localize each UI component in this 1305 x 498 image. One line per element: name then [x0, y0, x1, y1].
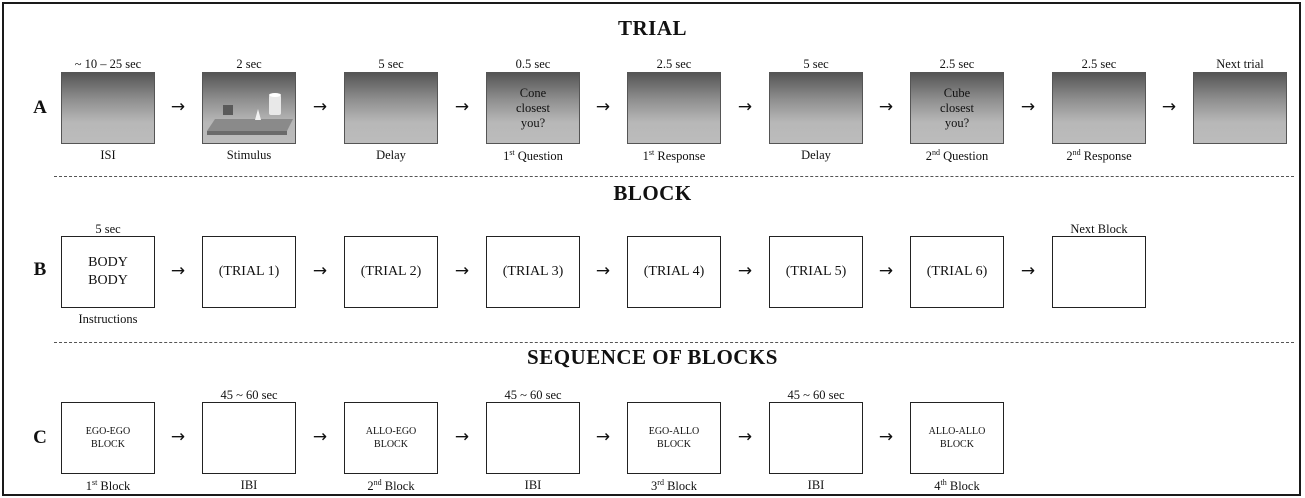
row-label-b: B — [33, 259, 47, 280]
step-caption: ISI — [100, 148, 116, 162]
divider-1 — [54, 176, 1294, 177]
instruction-line: BODY — [88, 273, 128, 288]
cube-shape — [223, 105, 233, 115]
isi-screen — [61, 72, 155, 144]
question-text-line: closest — [515, 100, 551, 115]
response-screen-2 — [1052, 72, 1146, 144]
stimulus-scene-illustration — [207, 93, 293, 135]
duration-label: 2 sec — [236, 57, 262, 71]
table-surface — [207, 119, 293, 131]
delay-screen — [344, 72, 438, 144]
duration-label: Next trial — [1216, 57, 1264, 71]
stimulus-screen — [202, 72, 296, 144]
ibi-caption: IBI — [524, 478, 542, 492]
duration-label: 45 ~ 60 sec — [220, 388, 278, 402]
duration-label: 5 sec — [378, 57, 404, 71]
arrow-icon: → — [1020, 261, 1036, 281]
arrow-icon: → — [878, 261, 894, 281]
arrow-icon: → — [454, 97, 470, 117]
instructions-screen: BODY BODY — [61, 236, 155, 308]
question-text-line: you? — [520, 115, 546, 130]
ibi-screen — [769, 402, 863, 474]
arrow-icon: → — [595, 427, 611, 447]
trial-title: TRIAL — [617, 16, 688, 40]
duration-label: 2.5 sec — [1081, 57, 1117, 71]
step-caption: Stimulus — [226, 148, 272, 162]
trial-box: (TRIAL 2) — [344, 236, 438, 308]
arrow-icon: → — [737, 261, 753, 281]
arrow-icon: → — [312, 261, 328, 281]
question-screen-2: Cube closest you? — [910, 72, 1004, 144]
question-text-line: Cone — [519, 85, 547, 100]
ibi-screen — [486, 402, 580, 474]
trial-box: (TRIAL 4) — [627, 236, 721, 308]
arrow-icon: → — [1161, 97, 1177, 117]
arrow-icon: → — [737, 97, 753, 117]
cone-shape — [255, 109, 261, 120]
sequence-title: SEQUENCE OF BLOCKS — [527, 345, 778, 369]
question-text-line: Cube — [943, 85, 971, 100]
row-label-a: A — [33, 97, 47, 118]
arrow-icon: → — [878, 97, 894, 117]
arrow-icon: → — [878, 427, 894, 447]
next-block-screen — [1052, 236, 1146, 308]
block-caption: 1st Block — [85, 478, 131, 494]
step-caption: 1st Question — [503, 148, 563, 164]
duration-label: 0.5 sec — [515, 57, 551, 71]
arrow-icon: → — [170, 97, 186, 117]
duration-label: 5 sec — [803, 57, 829, 71]
duration-label: 5 sec — [95, 222, 121, 236]
arrow-icon: → — [454, 427, 470, 447]
trial-box: (TRIAL 6) — [910, 236, 1004, 308]
divider-2 — [54, 342, 1294, 343]
duration-label: ~ 10 – 25 sec — [74, 57, 142, 71]
next-trial-screen — [1193, 72, 1287, 144]
question-screen-1: Cone closest you? — [486, 72, 580, 144]
next-block-label: Next Block — [1070, 222, 1128, 236]
delay-screen-2 — [769, 72, 863, 144]
duration-label: 45 ~ 60 sec — [787, 388, 845, 402]
arrow-icon: → — [595, 97, 611, 117]
question-text-line: closest — [939, 100, 975, 115]
block-title: BLOCK — [613, 181, 692, 205]
block-caption: 2nd Block — [367, 478, 415, 494]
step-caption: Delay — [801, 148, 831, 162]
block-caption: 3rd Block — [651, 478, 697, 494]
response-screen-1 — [627, 72, 721, 144]
arrow-icon: → — [454, 261, 470, 281]
table-edge — [207, 131, 287, 135]
arrow-icon: → — [170, 261, 186, 281]
arrow-icon: → — [170, 427, 186, 447]
step-caption: Delay — [376, 148, 406, 162]
arrow-icon: → — [312, 97, 328, 117]
step-caption: Instructions — [78, 312, 138, 326]
trial-box: (TRIAL 1) — [202, 236, 296, 308]
arrow-icon: → — [1020, 97, 1036, 117]
step-caption: 2nd Question — [925, 148, 989, 164]
step-caption: 1st Response — [642, 148, 706, 164]
duration-label: 45 ~ 60 sec — [504, 388, 562, 402]
cylinder-shape — [269, 95, 281, 115]
arrow-icon: → — [595, 261, 611, 281]
ibi-screen — [202, 402, 296, 474]
row-label-c: C — [33, 427, 47, 448]
block-caption: 4th Block — [934, 478, 980, 494]
duration-label: 2.5 sec — [939, 57, 975, 71]
instruction-line: BODY — [88, 255, 128, 270]
arrow-icon: → — [737, 427, 753, 447]
duration-label: 2.5 sec — [656, 57, 692, 71]
arrow-icon: → — [312, 427, 328, 447]
trial-box: (TRIAL 3) — [486, 236, 580, 308]
ibi-caption: IBI — [807, 478, 825, 492]
trial-box: (TRIAL 5) — [769, 236, 863, 308]
ibi-caption: IBI — [240, 478, 258, 492]
question-text-line: you? — [944, 115, 970, 130]
step-caption: 2nd Response — [1066, 148, 1132, 164]
